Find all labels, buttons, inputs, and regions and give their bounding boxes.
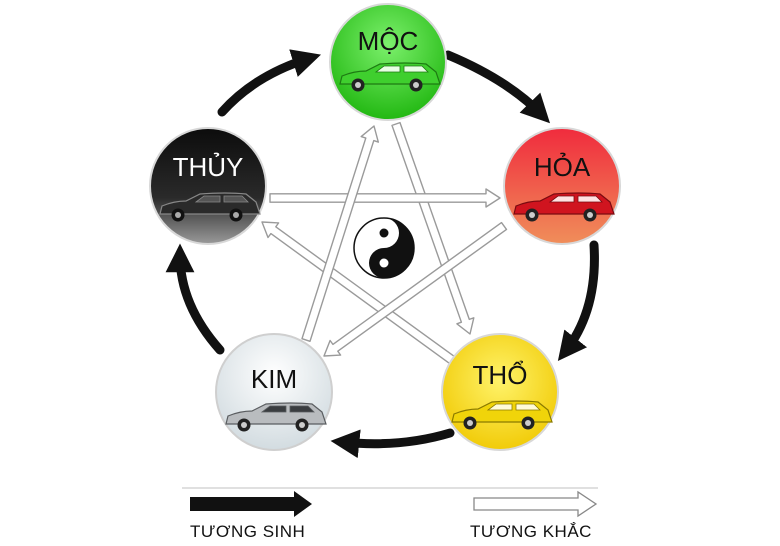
node-label-moc: MỘC: [358, 26, 419, 56]
car-icon: [451, 400, 553, 430]
node-moc: MỘC: [329, 3, 447, 121]
car-icon: [159, 192, 261, 222]
car-icon: [225, 402, 327, 432]
node-tho: THỔ: [441, 333, 559, 451]
node-label-kim: KIM: [251, 364, 297, 394]
sinh-arrow-kim-thuy: [165, 243, 225, 355]
car-icon: [513, 192, 615, 222]
khac-arrow-tho-thuy: [261, 221, 456, 365]
legend-khac: TƯƠNG KHẮC: [470, 490, 598, 541]
node-hoa: HỎA: [503, 127, 621, 245]
sinh-arrow-moc-hoa: [443, 50, 551, 124]
khac-arrow-moc-tho: [391, 121, 475, 335]
sinh-arrows: [165, 49, 599, 459]
legend-sinh-arrow: [190, 491, 312, 517]
khac-arrow-thuy-hoa: [269, 188, 501, 208]
node-thuy: THỦY: [149, 127, 267, 245]
sinh-arrow-tho-kim: [330, 428, 455, 459]
legend-sinh: TƯƠNG SINH: [190, 491, 312, 541]
legend-khac-label: TƯƠNG KHẮC: [470, 522, 592, 541]
sinh-arrow-hoa-tho: [557, 240, 599, 362]
khac-arrow-hoa-kim: [323, 221, 508, 357]
khac-arrow-kim-moc: [301, 125, 379, 342]
sinh-arrow-thuy-moc: [217, 49, 322, 117]
yin-yang-icon: [353, 217, 415, 279]
legend-khac-arrow: [473, 490, 598, 518]
node-label-hoa: HỎA: [534, 151, 591, 182]
node-label-thuy: THỦY: [173, 151, 244, 182]
legend-sinh-label: TƯƠNG SINH: [190, 522, 305, 541]
car-icon: [339, 62, 441, 92]
node-label-tho: THỔ: [473, 360, 528, 390]
khac-arrows: [261, 121, 508, 365]
node-kim: KIM: [215, 333, 333, 451]
